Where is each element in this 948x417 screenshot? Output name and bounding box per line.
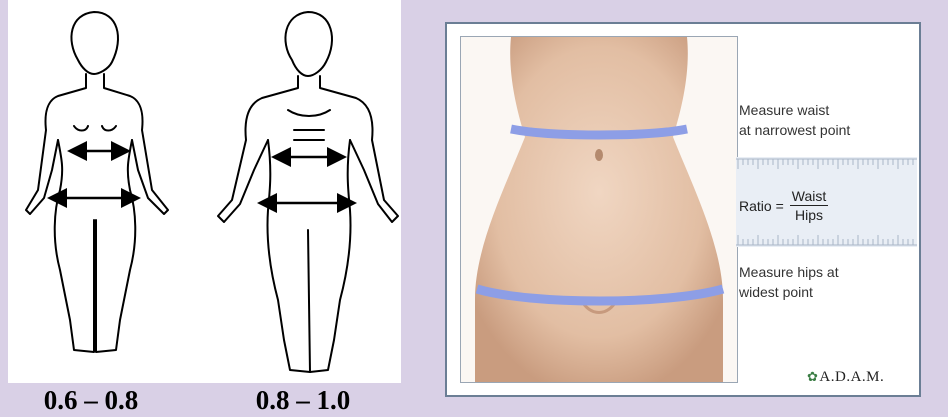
waist-instruction: Measure waist at narrowest point <box>739 100 850 140</box>
adam-logo-mark-icon: ✿ <box>807 369 818 384</box>
body-outline-panel <box>8 0 401 383</box>
female-figure <box>26 12 168 352</box>
male-figure <box>218 12 398 372</box>
female-ratio-range: 0.6 – 0.8 <box>21 383 161 417</box>
ruler-band: Ratio = Waist Hips <box>736 157 917 247</box>
torso-image <box>461 37 737 382</box>
male-ratio-range: 0.8 – 1.0 <box>233 383 373 417</box>
adam-logo: ✿A.D.A.M. <box>807 369 884 386</box>
torso-illustration <box>460 36 738 383</box>
body-outlines-illustration <box>8 0 401 383</box>
ratio-fraction: Waist Hips <box>790 187 828 224</box>
measurement-guide-panel: Measure waist at narrowest point Ratio =… <box>445 22 921 397</box>
hips-instruction: Measure hips at widest point <box>739 262 839 302</box>
ratio-formula: Ratio = Waist Hips <box>739 187 828 224</box>
